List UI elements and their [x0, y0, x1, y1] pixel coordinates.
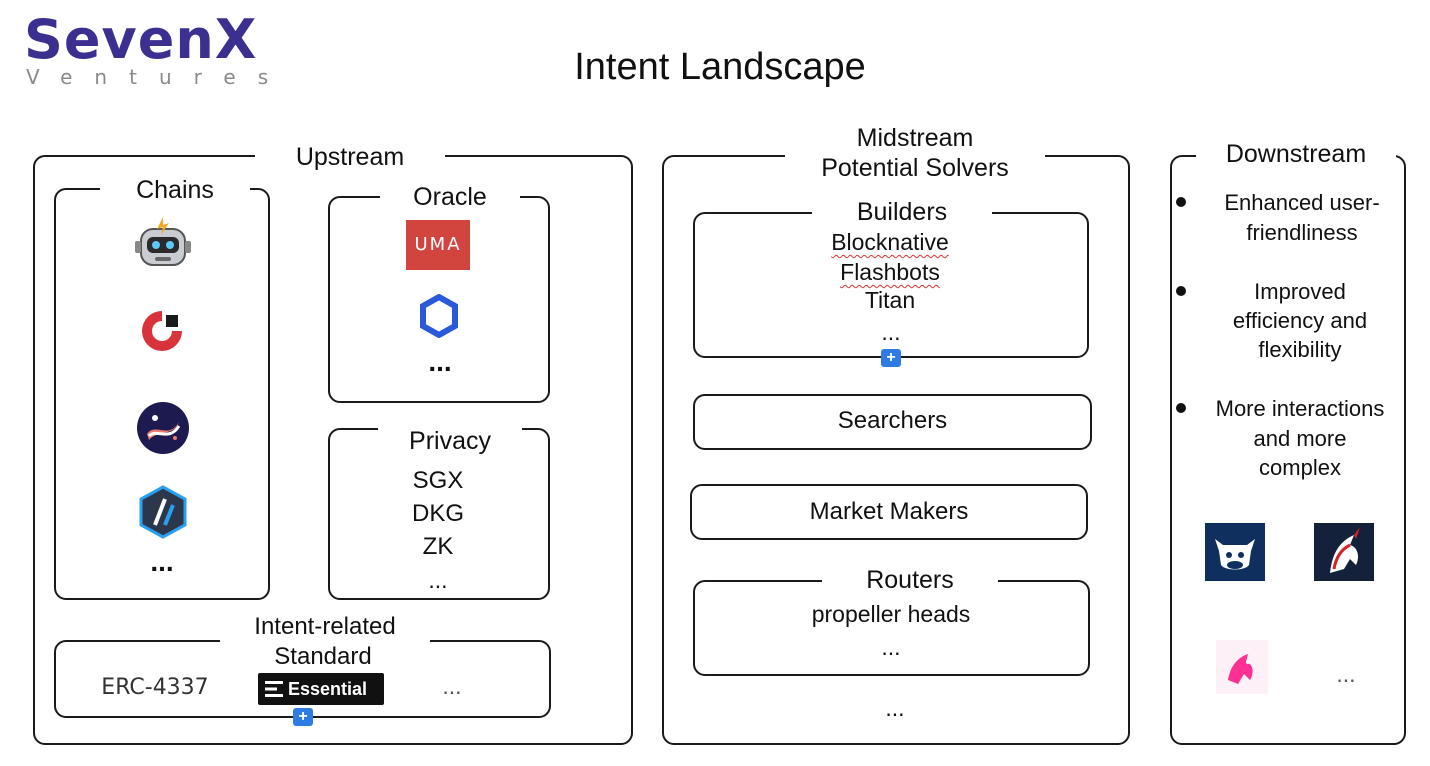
1inch-unicorn-icon — [1314, 523, 1374, 581]
brand-tagline: Ventures — [26, 65, 291, 89]
searchers-panel — [693, 394, 1092, 450]
starknet-chain-icon — [135, 400, 191, 456]
oracle-more: ... — [428, 346, 452, 377]
builder-titan: Titan — [864, 287, 916, 313]
benefit-3-line2: and more — [1253, 426, 1347, 451]
midstream-label-line2: Potential Solvers — [785, 153, 1045, 183]
standard-label-line1: Intent-related — [220, 612, 430, 642]
essential-logo: Essential — [258, 673, 384, 705]
brand-logo: SevenX — [24, 8, 258, 71]
robot-chain-icon — [133, 215, 193, 275]
bullet-dot — [1176, 403, 1186, 413]
builder-flashbots: Flashbots — [840, 259, 940, 285]
privacy-more: ... — [428, 567, 448, 593]
market-makers-panel — [690, 484, 1088, 540]
essential-logo-text: Essential — [288, 679, 368, 699]
add-builder-button[interactable]: + — [881, 349, 901, 367]
benefit-2-line1: Improved — [1254, 279, 1346, 304]
builder-blocknative: Blocknative — [831, 229, 949, 255]
bullet-dot — [1176, 197, 1186, 207]
uma-logo-text: UMA — [414, 234, 462, 255]
privacy-item-sgx: SGX — [412, 467, 464, 494]
midstream-label-line1: Midstream — [815, 123, 1015, 153]
downstream-label: Downstream — [1196, 139, 1396, 169]
downstream-more: ... — [1336, 661, 1356, 687]
upstream-label: Upstream — [255, 142, 445, 172]
benefit-2-line3: flexibility — [1258, 337, 1342, 362]
essential-mark-icon — [265, 681, 283, 697]
market-makers-label: Market Makers — [809, 498, 969, 525]
bullet-dot — [1176, 286, 1186, 296]
builders-more: ... — [881, 319, 901, 345]
page-title: Intent Landscape — [574, 46, 866, 88]
benefit-2-line2: efficiency and — [1232, 308, 1368, 333]
oracle-label: Oracle — [380, 182, 520, 212]
chains-more: ... — [150, 546, 174, 577]
chainlink-icon — [419, 293, 459, 339]
arbitrum-chain-icon — [137, 485, 189, 539]
erc-4337-label: ERC-4337 — [101, 675, 209, 700]
privacy-item-zk: ZK — [422, 533, 454, 560]
privacy-item-dkg: DKG — [411, 500, 464, 527]
cow-swap-icon — [1205, 523, 1265, 581]
standard-more: ... — [442, 673, 462, 699]
uma-logo: UMA — [406, 220, 470, 270]
red-ring-chain-icon — [136, 305, 188, 357]
routers-label: Routers — [822, 565, 998, 595]
midstream-more: ... — [885, 695, 905, 721]
standard-label-line2: Standard — [248, 642, 398, 672]
add-standard-button[interactable]: + — [293, 708, 313, 726]
router-propeller-heads: propeller heads — [811, 601, 971, 627]
benefit-3-line3: complex — [1259, 455, 1341, 480]
chains-label: Chains — [100, 175, 250, 205]
routers-more: ... — [881, 634, 901, 660]
uniswap-icon — [1216, 640, 1268, 694]
benefit-1-line2: friendliness — [1246, 220, 1358, 245]
benefit-3-line1: More interactions — [1215, 396, 1385, 421]
privacy-label: Privacy — [378, 426, 522, 456]
builders-label: Builders — [812, 197, 992, 227]
searchers-label: Searchers — [837, 407, 948, 434]
benefit-1-line1: Enhanced user- — [1224, 190, 1380, 215]
